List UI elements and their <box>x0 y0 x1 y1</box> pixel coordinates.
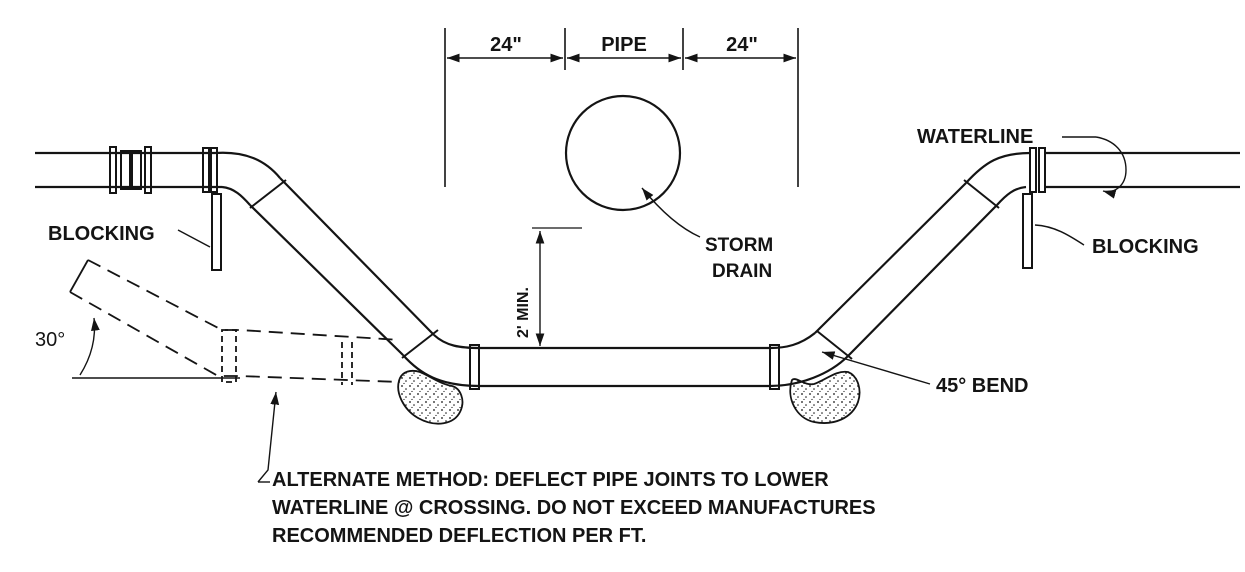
waterline-right: WATERLINE <box>917 126 1240 199</box>
note-line-1: ALTERNATE METHOD: DEFLECT PIPE JOINTS TO… <box>272 469 829 491</box>
storm-drain-label-line2: DRAIN <box>712 261 772 282</box>
blocking-left: BLOCKING <box>48 193 222 271</box>
dimension-left-label: 24" <box>490 34 522 56</box>
blocking-left-label: BLOCKING <box>48 223 155 245</box>
blocking-right: BLOCKING <box>1022 193 1199 269</box>
waterline-label: WATERLINE <box>917 126 1033 148</box>
dimension-right-label: 24" <box>726 34 758 56</box>
thrust-block-left <box>397 369 464 425</box>
angle-label: 30° <box>35 329 65 351</box>
pipe-bottom <box>402 332 849 390</box>
bend-callout: 45° BEND <box>821 351 1028 397</box>
dimension-block: 24" PIPE 24" <box>444 28 799 187</box>
pipe-diagonal-right <box>814 151 1031 360</box>
min-clearance-dimension: 2' MIN. <box>515 227 582 346</box>
thrust-block-right <box>789 370 861 424</box>
note-line-2: WATERLINE @ CROSSING. DO NOT EXCEED MANU… <box>272 497 876 519</box>
pipe-diagonal-left <box>214 151 439 359</box>
waterline-left <box>35 146 222 194</box>
min-clearance-label: 2' MIN. <box>515 287 532 338</box>
note-line-3: RECOMMENDED DEFLECTION PER FT. <box>272 525 646 547</box>
storm-drain-label-line1: STORM <box>705 235 773 256</box>
alternate-method-note: ALTERNATE METHOD: DEFLECT PIPE JOINTS TO… <box>258 469 876 547</box>
dimension-pipe-label: PIPE <box>601 34 647 56</box>
bend-label: 45° BEND <box>936 375 1028 397</box>
blocking-right-label: BLOCKING <box>1092 236 1199 258</box>
storm-drain: STORM DRAIN <box>564 94 773 282</box>
alternate-pipe: 30° <box>35 259 401 483</box>
